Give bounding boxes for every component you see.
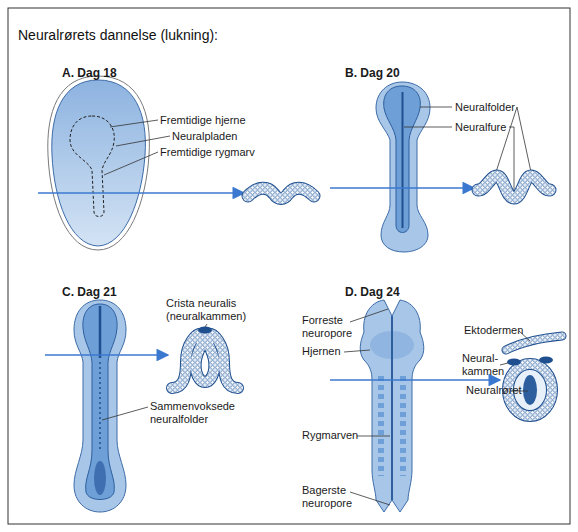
embryo-body bbox=[360, 300, 424, 512]
neural-crest-cells bbox=[539, 357, 553, 364]
leader-line bbox=[205, 324, 207, 327]
neural-tube-midline bbox=[391, 316, 393, 500]
part-label: Ektodermen bbox=[464, 324, 523, 337]
open-neural-groove bbox=[94, 461, 106, 495]
panel-heading: A. Dag 18 bbox=[62, 66, 117, 80]
ectoderm-section bbox=[506, 336, 562, 350]
leader-line bbox=[509, 127, 514, 190]
part-label: Neural- kammen bbox=[462, 352, 506, 378]
figure-frame bbox=[8, 8, 570, 524]
neural-groove bbox=[402, 92, 404, 228]
neural-folds bbox=[384, 86, 421, 233]
neural-tube-lumen bbox=[523, 375, 537, 405]
leader-line bbox=[420, 107, 452, 108]
section-arrow bbox=[38, 192, 244, 194]
part-label: Rygmarven bbox=[302, 429, 358, 442]
part-label: Fremtidige hjerne bbox=[160, 114, 246, 127]
neural-plate-section bbox=[248, 188, 314, 198]
somites bbox=[400, 376, 406, 476]
part-label: Hjernen bbox=[302, 345, 341, 358]
panel-heading: B. Dag 20 bbox=[345, 66, 400, 80]
leader-line bbox=[517, 107, 531, 172]
panel-heading: D. Dag 24 bbox=[345, 285, 400, 299]
panel-b-art bbox=[330, 82, 550, 252]
cross-section-edge bbox=[248, 188, 314, 198]
part-label: Neuralfure bbox=[455, 121, 506, 134]
panel-heading: C. Dag 21 bbox=[62, 285, 117, 299]
leader-line bbox=[404, 127, 452, 128]
panel-a-art bbox=[38, 76, 314, 250]
embryo-body bbox=[74, 300, 126, 512]
cross-section-c bbox=[172, 327, 238, 389]
leader-line bbox=[110, 120, 158, 127]
embryo-body bbox=[376, 82, 430, 252]
neural-fold-section bbox=[172, 334, 238, 388]
neural-crest-cells bbox=[507, 359, 521, 366]
amnion-outline bbox=[48, 76, 150, 250]
neural-folds bbox=[83, 304, 117, 500]
leader-line bbox=[102, 407, 148, 420]
leader-line bbox=[116, 136, 170, 146]
part-label: Fremtidige rygmarv bbox=[160, 146, 255, 159]
part-label: Forreste neuropore bbox=[302, 314, 362, 340]
part-label: Neuralfolder bbox=[455, 101, 515, 114]
section-arrow bbox=[330, 379, 500, 381]
leader-line bbox=[350, 492, 390, 505]
part-label: Neuralpladen bbox=[172, 130, 237, 143]
cross-section-edge bbox=[478, 176, 550, 198]
leader-line bbox=[500, 363, 508, 365]
part-label: Bagerste neuropore bbox=[302, 484, 362, 510]
neural-crest-cells bbox=[198, 327, 212, 334]
figure-title: Neuralrørets dannelse (lukning): bbox=[18, 27, 218, 44]
cross-section-edge bbox=[506, 336, 562, 350]
part-label: Crista neuralis (neuralkammen) bbox=[166, 297, 250, 323]
leader-line bbox=[357, 436, 390, 437]
fused-folds bbox=[99, 362, 101, 452]
leader-line bbox=[350, 309, 388, 322]
cross-section-edge bbox=[172, 334, 238, 388]
section-arrow bbox=[45, 354, 168, 356]
part-label: Neuralrøret bbox=[466, 384, 522, 397]
leader-line bbox=[104, 152, 158, 175]
section-arrow bbox=[330, 187, 474, 189]
neural-plate-outline bbox=[70, 116, 114, 217]
somites bbox=[378, 376, 384, 476]
leader-line bbox=[344, 350, 370, 352]
neural-groove bbox=[99, 306, 102, 358]
neural-fold-section bbox=[478, 176, 550, 198]
part-label: Sammenvoksede neuralfolder bbox=[150, 400, 240, 426]
panel-d-art bbox=[330, 300, 562, 512]
